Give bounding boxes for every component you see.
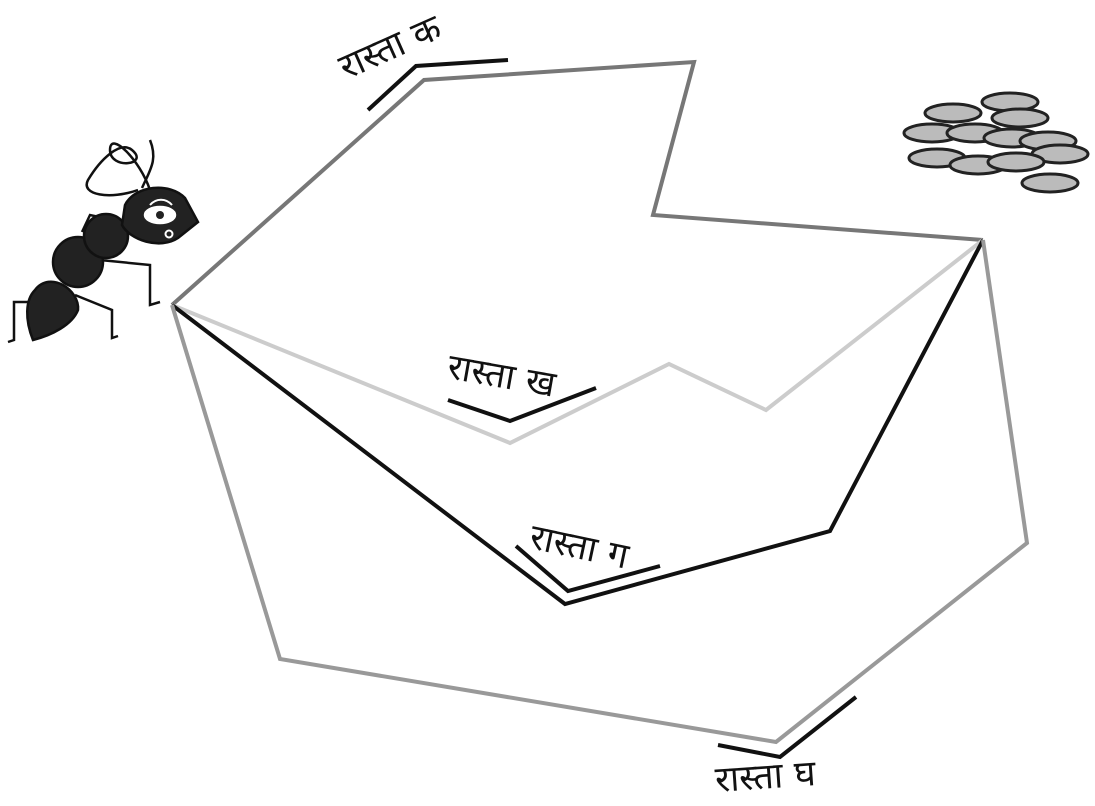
grains-pile-icon <box>904 93 1088 192</box>
path-gha-label: रास्ता घ <box>714 753 818 801</box>
path-gha-pointer <box>718 697 856 757</box>
ant-abdomen-icon <box>27 282 78 340</box>
ant-antenna-icon <box>87 144 150 196</box>
ant-leg-icon <box>100 260 160 305</box>
path-gha-line <box>172 240 1027 742</box>
path-kha-label: रास्ता ख <box>444 346 559 405</box>
ant-figure <box>8 140 198 342</box>
path-ka-line <box>172 62 983 305</box>
path-ka-label: रास्ता क <box>333 7 449 89</box>
path-kha-line <box>172 240 983 443</box>
